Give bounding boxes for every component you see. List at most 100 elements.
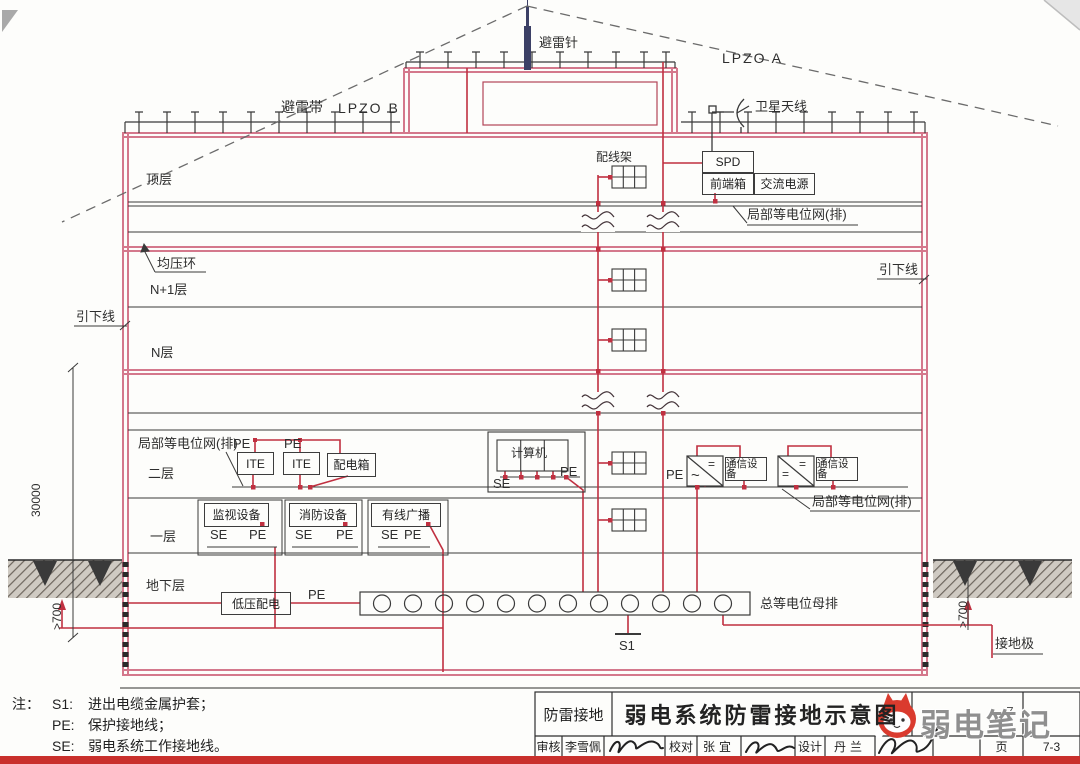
audit-label: 审核 (536, 740, 561, 754)
comm-device-box-2: 通信设备 (816, 457, 858, 481)
roof-parapet (403, 67, 678, 133)
pe-label-computer: PE (560, 464, 578, 479)
pe-label-ite2: PE (284, 436, 302, 451)
brand-logo-icon (875, 693, 916, 738)
signature-audit (609, 740, 664, 754)
ac-power-box: 交流电源 (754, 173, 815, 195)
se-label-monitor: SE (210, 527, 228, 542)
ite-box-2: ITE (283, 452, 320, 475)
page-label: 页 (995, 740, 1008, 754)
notes-prefix: 注： (12, 696, 40, 712)
lightning-belt (124, 51, 926, 133)
down-conductor-label-right: 引下线 (879, 262, 919, 277)
pe-label-lv: PE (308, 587, 326, 602)
signature-check (745, 741, 795, 754)
lpzo-a-label: LPZO A (722, 50, 784, 66)
note-se: SE:弱电系统工作接地线。 (52, 736, 228, 756)
title-block-title: 弱电系统防雷接地示意图 (624, 703, 900, 728)
note-pe-text: 保护接地线； (88, 717, 172, 733)
power-dist-box: 配电箱 (327, 453, 376, 477)
lightning-rod-label: 避雷针 (539, 35, 579, 50)
cable-broadcast-box: 有线广播 (371, 503, 441, 527)
lpz-boundary-lines (61, 5, 1059, 223)
front-end-box: 前端箱 (702, 173, 754, 195)
computer-cabinet (487, 431, 586, 493)
note-pe-key: PE: (52, 717, 75, 733)
computer-label: 计算机 (511, 446, 548, 460)
pe-label-fire: PE (336, 527, 354, 542)
riser-breaks (581, 211, 680, 412)
page-fold-decoration (2, 0, 1080, 32)
check-label: 校对 (668, 740, 693, 754)
floor-label-basement: 地下层 (146, 578, 186, 593)
note-pe: PE: 保护接地线； (52, 715, 172, 735)
se-label-computer: SE (493, 476, 511, 491)
grounding-wiring (59, 62, 993, 672)
note-s1-key: S1: (52, 696, 74, 712)
floor-label-second: 二层 (148, 466, 175, 481)
lightning-belt-label: 避雷带 (281, 99, 323, 115)
lpzo-b-label: LPZO B (338, 100, 400, 116)
fire-device-box: 消防设备 (289, 503, 357, 527)
bottom-banner (0, 756, 1080, 764)
ite-box-1: ITE (237, 452, 274, 475)
watermark-brand: 弱电笔记 (920, 708, 1052, 743)
first-floor-groups (197, 499, 449, 556)
equalizing-ring-label: 均压环 (157, 256, 197, 271)
wiring-frame-icons (611, 165, 647, 532)
dimension-700-left: >700 (50, 602, 64, 630)
design-label: 设计 (797, 740, 822, 754)
check-name: 张宜 (702, 740, 735, 754)
grounding-electrode-label: 接地极 (995, 636, 1035, 651)
ground-hatch (8, 559, 1072, 598)
down-conductor-label-left: 引下线 (76, 309, 116, 324)
dimension-lines (67, 205, 1043, 655)
audit-name: 李雪佩 (564, 740, 601, 754)
floor-lines (128, 201, 922, 554)
lv-power-dist-box: 低压配电 (221, 592, 291, 615)
floor-label-n1: N+1层 (150, 282, 188, 297)
atlas-number-fragment: -7 (1002, 704, 1014, 719)
lightning-rod-icon (524, 0, 531, 70)
dimension-700-right: >700 (956, 600, 970, 628)
local-equipotential-label-top: 局部等电位网(排) (747, 207, 847, 222)
dimension-30000: 30000 (29, 483, 43, 517)
pe-label-monitor: PE (249, 527, 267, 542)
note-s1: S1: 进出电缆金属护套； (52, 694, 214, 714)
se-label-fire: SE (295, 527, 313, 542)
local-equipotential-label-2f-left: 局部等电位网(排) (138, 436, 238, 451)
local-equipotential-label-2f-right: 局部等电位网(排) (812, 494, 912, 509)
satellite-antenna-icon (708, 98, 750, 151)
main-busbar-label: 总等电位母排 (760, 596, 839, 611)
comm-device-box-1: 通信设备 (725, 457, 767, 481)
satellite-antenna-label: 卫星天线 (755, 99, 808, 114)
main-busbar (359, 591, 751, 635)
title-block-category: 防雷接地 (543, 706, 604, 724)
floor-label-first: 一层 (150, 529, 177, 544)
wiring-frame-label: 配线架 (596, 150, 633, 164)
converter2-dc-symbol-b: = (799, 457, 807, 471)
junction-dots (251, 175, 836, 527)
monitor-device-box: 监视设备 (204, 503, 269, 527)
underground-wall (122, 562, 929, 668)
note-s1-text: 进出电缆金属护套； (88, 696, 214, 712)
converter1-dc-symbol: = (708, 457, 716, 471)
pe-label-ite1: PE (233, 436, 251, 451)
s1-label: S1 (619, 638, 635, 653)
converter1-ac-symbol: ~ (691, 467, 700, 484)
converter-icons (686, 455, 815, 487)
floor-label-top: 顶层 (146, 172, 173, 187)
pe-label-converter: PE (666, 467, 684, 482)
page-number: 7-3 (1042, 739, 1061, 754)
building-walls (122, 132, 928, 676)
design-name: 丹兰 (833, 740, 866, 754)
signature-design (878, 725, 940, 755)
spd-box: SPD (702, 151, 754, 173)
converter2-dc-symbol-a: = (782, 467, 790, 481)
note-se-key: SE: (52, 738, 75, 754)
se-label-broadcast: SE (381, 527, 399, 542)
pe-label-broadcast: PE (404, 527, 422, 542)
signatures (609, 725, 940, 755)
